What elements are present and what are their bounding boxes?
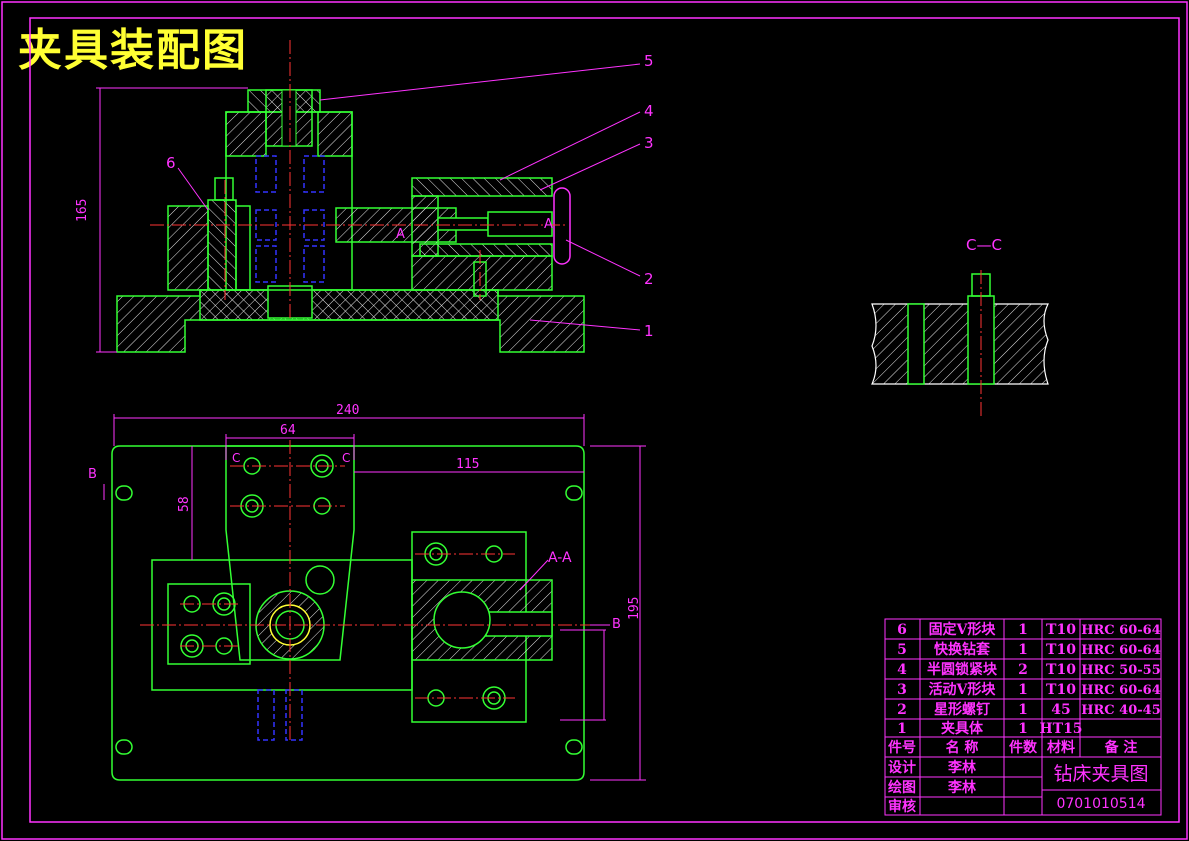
header-qty: 件数	[1009, 739, 1038, 756]
dim-240: 240	[336, 403, 359, 418]
balloon-1: 1	[644, 322, 654, 340]
draw-label: 绘图	[888, 779, 916, 796]
design-name: 李林	[947, 759, 976, 776]
balloon-3: 3	[644, 134, 654, 152]
part-name: 星形螺钉	[934, 701, 990, 718]
review-label: 审核	[888, 798, 916, 815]
part-name: 夹具体	[941, 720, 984, 737]
part-material: HT15	[1039, 721, 1082, 737]
part-no: 3	[897, 682, 907, 698]
parts-row: 3 活动V形块 1 T10 HRC 60-64	[897, 681, 1161, 698]
design-label: 设计	[888, 759, 916, 776]
section-b-right: B	[612, 617, 621, 632]
draw-name: 李林	[947, 779, 976, 796]
header-name: 名 称	[946, 739, 979, 756]
dim-58: 58	[177, 496, 192, 512]
section-c-c	[871, 270, 1049, 416]
section-b-top: B	[88, 467, 97, 482]
part-material: T10	[1046, 642, 1076, 658]
drawing-title: 夹具装配图	[18, 25, 248, 76]
balloon-5: 5	[644, 52, 654, 70]
part-qty: 2	[1018, 662, 1028, 678]
part-note: HRC 60-64	[1081, 623, 1161, 638]
front-view-dimensions	[96, 63, 641, 353]
section-c-right: C	[342, 451, 350, 465]
dim-165: 165	[75, 199, 90, 222]
part-no: 5	[897, 642, 907, 658]
drawing-number: 0701010514	[1056, 796, 1145, 812]
part-note: HRC 60-64	[1081, 683, 1161, 698]
part-material: T10	[1046, 622, 1076, 638]
dim-64: 64	[280, 423, 296, 438]
section-c-left: C	[232, 451, 240, 465]
parts-row: 6 固定V形块 1 T10 HRC 60-64	[897, 621, 1161, 638]
balloon-6: 6	[166, 154, 176, 172]
part-no: 1	[897, 721, 907, 737]
parts-row: 1 夹具体 1 HT15	[897, 720, 1082, 737]
part-material: 45	[1051, 702, 1070, 718]
part-qty: 1	[1018, 721, 1028, 737]
part-qty: 1	[1018, 622, 1028, 638]
balloon-4: 4	[644, 102, 654, 120]
part-name: 半圆锁紧块	[927, 661, 998, 678]
part-name: 固定V形块	[929, 621, 997, 638]
section-cc-title: C—C	[966, 236, 1002, 254]
dim-115: 115	[456, 457, 479, 472]
part-material: T10	[1046, 662, 1076, 678]
part-name: 快换钻套	[934, 641, 990, 658]
part-note: HRC 50-55	[1081, 663, 1161, 678]
part-qty: 1	[1018, 642, 1028, 658]
part-qty: 1	[1018, 702, 1028, 718]
parts-row: 2 星形螺钉 1 45 HRC 40-45	[897, 701, 1161, 718]
section-a-right: A	[544, 217, 553, 232]
part-no: 6	[897, 622, 907, 638]
plan-view-dimensions	[103, 414, 646, 781]
dim-195: 195	[627, 597, 642, 620]
parts-header: 件号 名 称 件数 材料 备 注	[888, 739, 1137, 756]
title-block: 设计 李林 绘图 李林 审核 钻床夹具图 0701010514	[888, 759, 1149, 815]
section-a-left: A	[396, 227, 405, 242]
header-note: 备 注	[1104, 739, 1138, 756]
plan-view	[111, 440, 600, 781]
header-material: 材料	[1047, 739, 1075, 756]
section-aa-title: A-A	[548, 550, 572, 566]
part-name: 活动V形块	[929, 681, 997, 698]
parts-list-grid	[884, 618, 1162, 816]
front-view	[116, 40, 585, 353]
parts-row: 4 半圆锁紧块 2 T10 HRC 50-55	[897, 661, 1161, 678]
header-no: 件号	[888, 739, 916, 756]
part-no: 2	[897, 702, 907, 718]
balloon-2: 2	[644, 270, 654, 288]
part-material: T10	[1046, 682, 1076, 698]
parts-list: 6 固定V形块 1 T10 HRC 60-64 5 快换钻套 1 T10 HRC…	[888, 621, 1161, 815]
part-note: HRC 40-45	[1081, 703, 1161, 718]
inner-frame	[29, 17, 1180, 823]
drawing-name: 钻床夹具图	[1053, 763, 1148, 785]
part-no: 4	[897, 662, 907, 678]
part-note: HRC 60-64	[1081, 643, 1161, 658]
part-qty: 1	[1018, 682, 1028, 698]
parts-row: 5 快换钻套 1 T10 HRC 60-64	[897, 641, 1161, 658]
